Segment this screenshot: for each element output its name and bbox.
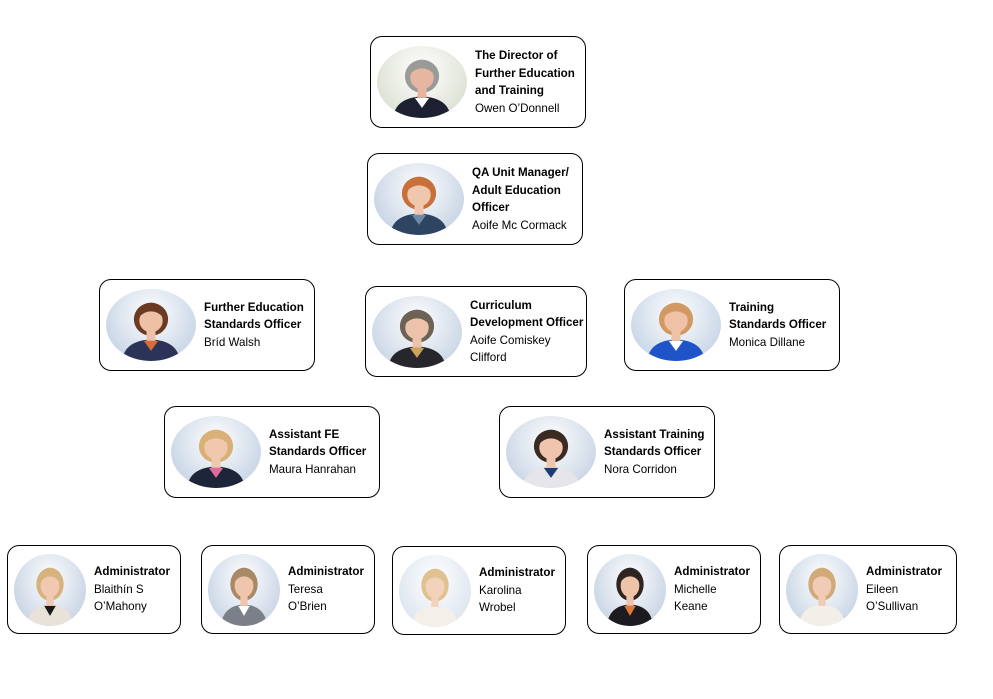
director-card: The Director of Further Education and Tr… <box>370 36 586 128</box>
assistant-training-text: Assistant Training Standards Officer Nor… <box>604 426 705 479</box>
admin-5-title: Administrator <box>866 565 943 579</box>
assistant-training-title-line-1: Assistant Training <box>604 427 705 441</box>
admin-card-4: Administrator Michelle Keane <box>587 545 761 634</box>
director-name: Owen O’Donnell <box>475 101 560 115</box>
training-officer-photo <box>631 289 721 361</box>
admin-3-photo <box>399 554 471 627</box>
qa-manager-title-line-1: QA Unit Manager/ <box>472 166 569 179</box>
assistant-training-name: Nora Corridon <box>604 462 677 476</box>
assistant-fe-card: Assistant FE Standards Officer Maura Han… <box>164 406 380 498</box>
portrait-figure <box>26 567 74 626</box>
portrait-figure <box>220 567 268 626</box>
assistant-training-photo <box>506 416 596 488</box>
training-officer-card: Training Standards Officer Monica Dillan… <box>624 279 840 371</box>
admin-2-photo <box>208 553 280 626</box>
admin-2-text: Administrator Teresa O’Brien <box>288 563 364 616</box>
assistant-fe-text: Assistant FE Standards Officer Maura Han… <box>269 426 366 479</box>
admin-card-5: Administrator Eileen O’Sullivan <box>779 545 957 634</box>
assistant-fe-photo <box>171 416 261 488</box>
admin-4-text: Administrator Michelle Keane <box>674 563 750 616</box>
portrait-figure <box>411 568 459 627</box>
admin-1-name-line-2: O’Mahony <box>94 600 147 614</box>
portrait-figure <box>390 176 448 235</box>
admin-5-text: Administrator Eileen O’Sullivan <box>866 563 942 616</box>
curriculum-officer-title-line-1: Curriculum <box>470 298 532 312</box>
qa-manager-text: QA Unit Manager/ Adult Education Officer… <box>472 164 569 234</box>
admin-1-text: Administrator Blaithín S O’Mahony <box>94 563 170 616</box>
director-text: The Director of Further Education and Tr… <box>475 47 575 117</box>
admin-1-photo <box>14 553 86 626</box>
qa-manager-card: QA Unit Manager/ Adult Education Officer… <box>367 153 583 245</box>
fe-officer-title-line-1: Further Education <box>204 300 304 314</box>
curriculum-officer-photo <box>372 295 462 368</box>
admin-1-name-line-1: Blaithín S <box>94 582 144 596</box>
director-title-line-1: The Director of <box>475 49 558 62</box>
admin-4-title: Administrator <box>674 565 751 579</box>
fe-officer-title-line-2: Standards Officer <box>204 318 302 332</box>
admin-card-3: Administrator Karolina Wrobel <box>392 546 566 635</box>
admin-3-text: Administrator Karolina Wrobel <box>479 564 555 617</box>
admin-2-name-line-1: Teresa <box>288 582 323 596</box>
director-title-line-2: Further Education <box>475 66 575 80</box>
assistant-fe-title-line-2: Standards Officer <box>269 445 367 459</box>
training-officer-text: Training Standards Officer Monica Dillan… <box>729 299 826 352</box>
training-officer-title-line-1: Training <box>729 300 775 314</box>
qa-manager-photo <box>374 163 464 235</box>
admin-card-1: Administrator Blaithín S O’Mahony <box>7 545 181 634</box>
portrait-figure <box>798 567 846 626</box>
assistant-training-title-line-2: Standards Officer <box>604 445 702 459</box>
portrait-figure <box>606 567 654 626</box>
portrait-figure <box>187 429 245 488</box>
director-title-line-3: and Training <box>475 84 544 97</box>
fe-officer-text: Further Education Standards Officer Bríd… <box>204 299 304 352</box>
qa-manager-title-line-3: Officer <box>472 201 510 214</box>
admin-4-name-line-2: Keane <box>674 600 708 614</box>
curriculum-officer-card: Curriculum Development Officer Aoife Com… <box>365 286 587 377</box>
fe-officer-card: Further Education Standards Officer Bríd… <box>99 279 315 371</box>
admin-3-name-line-1: Karolina <box>479 583 522 597</box>
admin-5-name-line-1: Eileen <box>866 582 899 596</box>
admin-1-title: Administrator <box>94 565 171 579</box>
portrait-figure <box>388 309 446 368</box>
assistant-fe-name: Maura Hanrahan <box>269 462 357 476</box>
training-officer-name: Monica Dillane <box>729 335 806 349</box>
admin-2-title: Administrator <box>288 565 365 579</box>
portrait-figure <box>647 302 705 361</box>
training-officer-title-line-2: Standards Officer <box>729 318 827 332</box>
admin-3-name-line-2: Wrobel <box>479 601 516 615</box>
admin-3-title: Administrator <box>479 566 556 580</box>
admin-2-name-line-2: O’Brien <box>288 600 327 614</box>
portrait-figure <box>393 59 451 118</box>
curriculum-officer-name-line-2: Clifford <box>470 351 507 364</box>
assistant-fe-title-line-1: Assistant FE <box>269 427 340 441</box>
portrait-figure <box>522 429 580 488</box>
admin-5-name-line-2: O’Sullivan <box>866 600 919 614</box>
qa-manager-name: Aoife Mc Cormack <box>472 218 567 232</box>
portrait-figure <box>122 302 180 361</box>
curriculum-officer-text: Curriculum Development Officer Aoife Com… <box>470 297 583 367</box>
admin-card-2: Administrator Teresa O’Brien <box>201 545 375 634</box>
fe-officer-photo <box>106 289 196 361</box>
admin-4-photo <box>594 553 666 626</box>
assistant-training-card: Assistant Training Standards Officer Nor… <box>499 406 715 498</box>
admin-4-name-line-1: Michelle <box>674 582 717 596</box>
director-photo <box>377 46 467 118</box>
admin-5-photo <box>786 553 858 626</box>
curriculum-officer-name-line-1: Aoife Comiskey <box>470 333 551 347</box>
curriculum-officer-title-line-2: Development Officer <box>470 316 584 329</box>
qa-manager-title-line-2: Adult Education <box>472 183 561 197</box>
fe-officer-name: Bríd Walsh <box>204 335 261 349</box>
